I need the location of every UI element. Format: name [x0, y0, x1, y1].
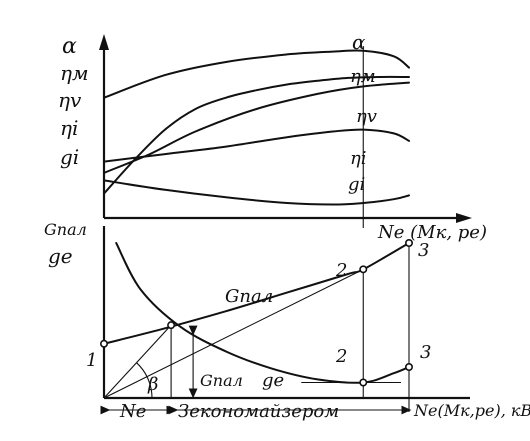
y-label-eta-i: ηi	[60, 116, 78, 140]
tangent-point-marker	[167, 321, 176, 330]
curve-label-eta-i: ηi	[350, 148, 367, 169]
upper-x-axis-arrow-icon	[456, 213, 472, 223]
tangent-ray-line	[103, 324, 172, 399]
point-marker-1-0	[100, 339, 109, 348]
y-label-gi: gi	[60, 145, 79, 169]
point-label-2-upper: 2	[335, 260, 347, 281]
point-label-3-lower: 3	[420, 342, 431, 363]
point-marker-3-2	[404, 239, 413, 248]
series-line-gi	[103, 179, 410, 206]
lower-construction-lines	[103, 268, 401, 399]
series-line-eta-i	[103, 128, 410, 163]
lower-points	[100, 239, 413, 387]
annotation-ne-segment: Ne	[119, 401, 146, 422]
point-label-2-lower: 2	[335, 346, 347, 367]
y-label-eta-v: ηv	[58, 88, 82, 112]
annotation-economizer: Зекономайзером	[178, 401, 339, 422]
curve-label-gpal: Gпал	[225, 286, 273, 307]
curve-label-gi: gi	[348, 174, 365, 195]
upper-y-axis-arrow-icon	[99, 34, 109, 50]
curve-label-eta-m: ηм	[350, 66, 376, 87]
y-label-eta-m: ηм	[60, 61, 89, 85]
point-label-3-upper: 3	[418, 240, 429, 261]
annotation-gpal: Gпал	[200, 371, 243, 390]
upper-ylabel: α	[62, 34, 77, 59]
series-line-ge	[115, 242, 410, 384]
curve-label-alpha: α	[352, 30, 366, 54]
lower-ylabel-ge: ge	[48, 244, 73, 268]
point-marker-2-1	[359, 265, 368, 274]
lower-axes	[102, 226, 470, 412]
annotation-ge: ge	[262, 370, 284, 391]
series-line-eta-m	[103, 75, 410, 195]
beta-angle-arc	[136, 362, 153, 399]
curve-label-eta-v: ηv	[356, 106, 377, 127]
upper-axes	[99, 34, 472, 223]
point-marker-3-4	[404, 362, 413, 371]
upper-xlabel: Ne (Mк, pe)	[377, 222, 487, 243]
annotation-beta: β	[147, 374, 158, 395]
series-line-alpha	[103, 49, 410, 99]
lower-ylabel-gpal: Gпал	[44, 220, 87, 239]
lower-xlabel: Ne(Mк,pe), кВт	[413, 401, 530, 420]
point-label-1: 1	[86, 350, 97, 371]
point-marker-2-3	[359, 378, 368, 387]
